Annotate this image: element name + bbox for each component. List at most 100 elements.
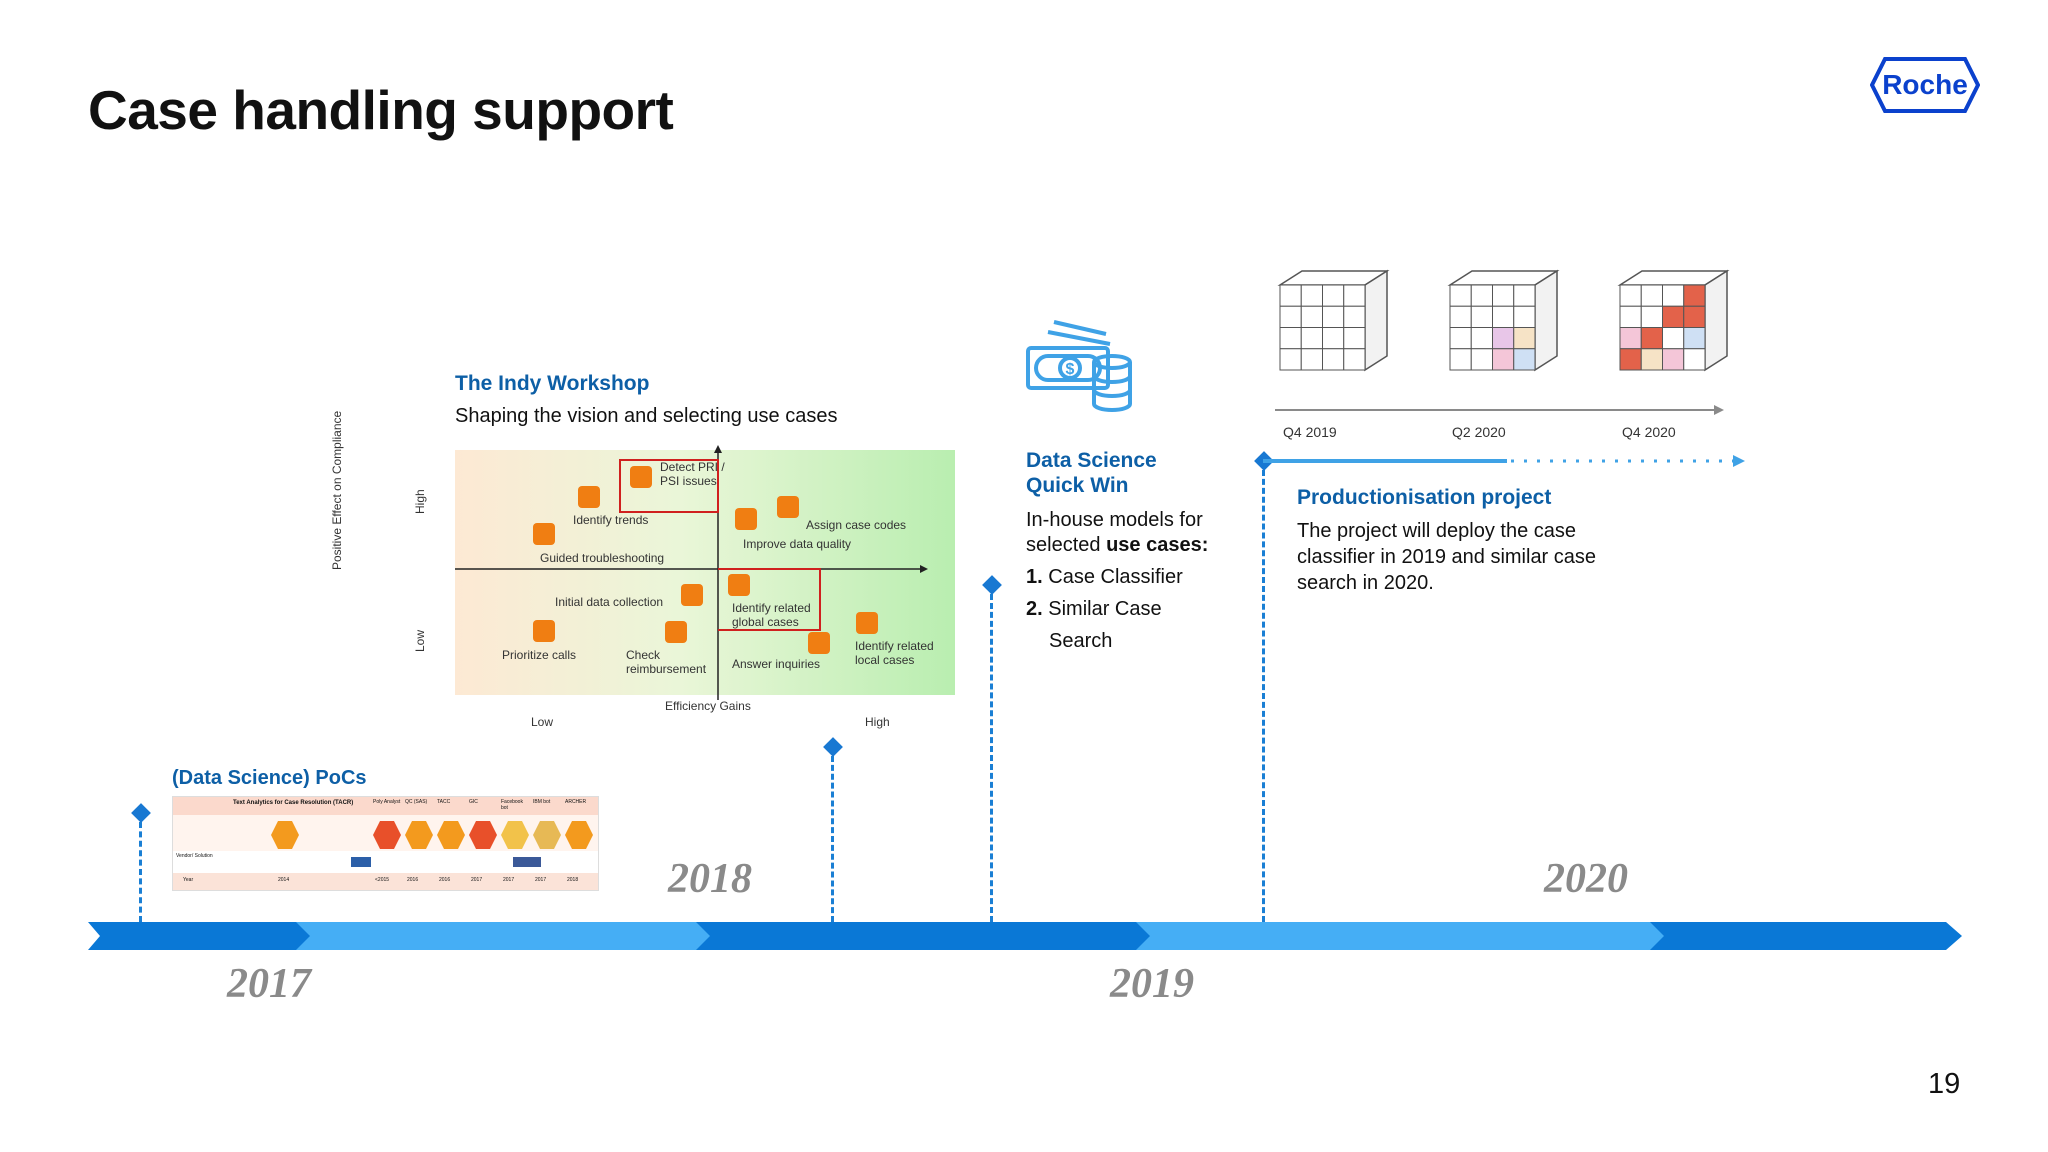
pocs-col: ARCHER [565,799,587,805]
pocs-year: 2016 [407,877,419,883]
indy-x-axis-label: Efficiency Gains [665,699,751,713]
pocs-col: TACC [437,799,451,805]
quickwin-heading-line1: Data Science [1026,449,1157,472]
production-progress-arrow [1263,455,1745,467]
quickwin-item2-cont: Search [1049,630,1113,652]
timeline-segment-2019 [1136,922,1666,950]
pocs-col: GIC [469,799,478,805]
milestone-production-line [1262,470,1265,922]
indy-x-high: High [865,715,890,729]
pocs-hex-icon [271,821,299,849]
item-assign: Assign case codes [806,518,907,532]
year-2018: 2018 [668,856,752,902]
local-cases-icon [856,612,878,634]
pocs-hex-icon [405,821,433,849]
item-guided: Guided troubleshooting [540,551,665,565]
item-local: Identify related local cases [855,639,934,667]
item-trends: Identify trends [573,513,649,527]
indy-y-high: High [413,489,427,514]
year-2020: 2020 [1544,856,1628,902]
case-codes-icon [777,496,799,518]
global-cases-icon [728,574,750,596]
detect-issues-icon [630,466,652,488]
indy-matrix-axes [455,445,928,700]
pocs-row-year: Year [183,877,194,883]
data-cube [1617,269,1730,372]
pocs-hex-icon [437,821,465,849]
data-cube [1277,269,1390,372]
cube-axis-arrow [1275,405,1724,415]
page-number: 19 [1928,1068,1961,1100]
trends-icon [578,486,600,508]
data-collection-icon [681,584,703,606]
pocs-hex-icon [565,821,593,849]
ibm-logo [351,857,371,867]
indy-heading: The Indy Workshop [455,372,650,395]
troubleshooting-icon [533,523,555,545]
pocs-hex-icon [373,821,401,849]
item-prioritize: Prioritize calls [502,648,577,662]
indy-y-axis-label: Positive Effect on Compliance [330,410,344,570]
production-heading: Productionisation project [1297,486,1552,509]
roche-logo: Roche [1869,56,1981,114]
quickwin-line2: selected use cases: [1026,532,1208,559]
cube-timeline-graphic [1277,269,1730,372]
indy-y-low: Low [413,629,427,652]
indy-matrix [455,450,955,695]
pocs-year: 2016 [439,877,451,883]
milestone-indy-line [831,756,834,922]
pocs-columns: Poly Analyst QC (SAS) TACC GIC Facebook … [373,799,598,811]
svg-text:$: $ [1066,361,1075,378]
pocs-year: 2017 [471,877,483,883]
reimbursement-icon [665,621,687,643]
timeline-segment-2018 [696,922,1152,950]
timeline-segment-2020 [1650,922,1962,950]
pocs-year: 2017 [503,877,515,883]
data-cube [1447,269,1560,372]
quickwin-item2-num: 2. [1026,598,1043,620]
pocs-col: Facebook bot [501,799,523,811]
indy-x-low: Low [531,715,554,729]
quickwin-line2-prefix: selected [1026,534,1107,556]
milestone-quickwin-line [990,594,993,922]
milestone-pocs-line [139,822,142,922]
quickwin-item2: Similar Case [1048,598,1162,620]
cube-label-q2-2020: Q2 2020 [1452,424,1506,440]
pocs-year: <2015 [375,877,390,883]
item-initial: Initial data collection [555,595,664,609]
svg-text:Roche: Roche [1882,69,1968,100]
item-answer: Answer inquiries [732,657,821,671]
production-text-line1: The project will deploy the case [1297,520,1577,542]
data-quality-icon [735,508,757,530]
quickwin-heading-line2: Quick Win [1026,474,1129,497]
pocs-hex-icon [501,821,529,849]
cube-label-q4-2020: Q4 2020 [1622,424,1676,440]
indy-subtitle: Shaping the vision and selecting use cas… [455,405,838,427]
pocs-hex-icon [533,821,561,849]
pocs-col: QC (SAS) [405,799,428,805]
pocs-heading: (Data Science) PoCs [172,767,367,789]
pocs-year: 2018 [567,877,579,883]
year-2019: 2019 [1110,961,1194,1007]
facebook-logo [513,857,541,867]
item-detect: Detect PRI / PSI issues [660,460,725,488]
item-quality: Improve data quality [743,537,852,551]
prioritize-calls-icon [533,620,555,642]
item-global: Identify related global cases [732,601,811,629]
page-title: Case handling support [88,79,674,141]
pocs-table-title: Text Analytics for Case Resolution (TACR… [233,800,354,806]
pocs-col: IBM bot [533,799,551,805]
quickwin-item1: Case Classifier [1048,566,1183,588]
production-text-line3: search in 2020. [1297,572,1434,594]
inquiries-icon [808,632,830,654]
pocs-row-vendor: Vendor/ Solution [176,853,213,859]
pocs-col: Poly Analyst [373,799,401,805]
pocs-hex-icon [469,821,497,849]
year-2017: 2017 [227,961,311,1007]
production-text-line2: classifier in 2019 and similar case [1297,546,1597,568]
pocs-year: 2017 [535,877,547,883]
pocs-year: 2014 [278,877,290,883]
timeline-segment-2017b [296,922,712,950]
cube-label-q4-2019: Q4 2019 [1283,424,1337,440]
